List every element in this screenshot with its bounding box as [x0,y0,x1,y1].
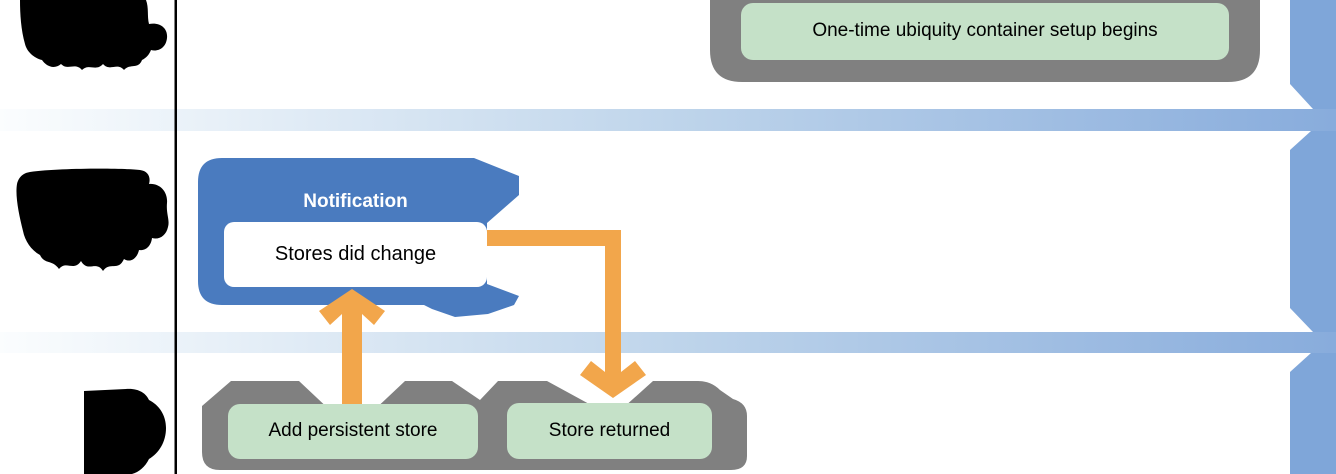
bar-notch-icon [1290,84,1313,109]
redacted-label-bottom [84,388,166,474]
bar-notch-icon [1290,353,1311,372]
lane-band-bottom [0,332,1336,353]
event-box-store-returned: Store returned [507,403,712,459]
event-box-onetime-setup: One-time ubiquity container setup begins [741,3,1229,60]
redacted-label-middle [16,168,169,271]
lane-band-top [0,109,1336,131]
bar-notch-icon [1290,308,1313,332]
notification-title: Notification [303,191,408,212]
notification-body-box: Stores did change [224,222,487,287]
arrow-up-icon [319,289,385,404]
event-box-add-persistent-store: Add persistent store [228,404,478,459]
redacted-label-top [20,0,168,70]
arrow-elbow-down-icon [486,230,646,398]
lifeline [174,0,177,474]
bar-notch-icon [1290,131,1311,150]
right-timeline-bar [1290,0,1336,474]
